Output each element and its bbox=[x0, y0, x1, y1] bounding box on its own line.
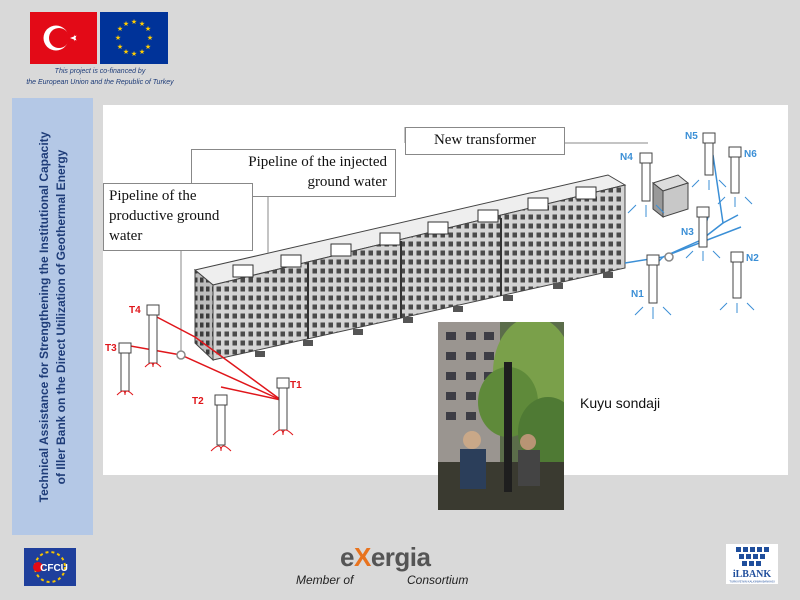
well-label-n1: N1 bbox=[631, 289, 644, 300]
cofinance-line2: the European Union and the Republic of T… bbox=[26, 79, 174, 86]
well-label-n5: N5 bbox=[685, 131, 698, 142]
svg-text:★: ★ bbox=[147, 34, 153, 42]
ilbank-sub: TURKIYE'NIN KALKINMA BANKASI bbox=[729, 580, 774, 584]
callout-productive-pipeline: Pipeline of the productive ground water bbox=[103, 183, 253, 251]
cofinance-line1: This project is co-financed by bbox=[54, 68, 146, 75]
svg-text:★: ★ bbox=[131, 18, 137, 26]
injected-line1: Pipeline of the injected bbox=[248, 154, 387, 170]
well-label-n3: N3 bbox=[681, 227, 694, 238]
exergia-x: X bbox=[353, 542, 371, 572]
callout-injected-pipeline: Pipeline of the injected ground water bbox=[191, 149, 396, 197]
well-label-t2: T2 bbox=[192, 396, 204, 407]
diagram-drawing: T4 T3 T2 T1 N4 N5 N6 N3 N2 N1 bbox=[105, 127, 759, 452]
ilbank-label: iLBANK bbox=[733, 569, 772, 580]
well-label-n4: N4 bbox=[620, 152, 633, 163]
well-label-t4: T4 bbox=[129, 305, 141, 316]
productive-line3: water bbox=[109, 228, 143, 244]
cfcu-logo: CFCU bbox=[24, 548, 76, 586]
injected-line2: ground water bbox=[307, 174, 387, 190]
well-label-t3: T3 bbox=[105, 343, 117, 354]
svg-text:★: ★ bbox=[123, 48, 129, 56]
well-label-n6: N6 bbox=[744, 149, 757, 160]
transformer-unit bbox=[651, 174, 690, 219]
exergia-rest: ergia bbox=[370, 542, 431, 572]
exergia-logo: eXergia bbox=[340, 542, 431, 573]
apartment-building bbox=[193, 174, 627, 362]
new-transformer-label: New transformer bbox=[433, 132, 537, 148]
photo-caption: Kuyu sondaji bbox=[580, 395, 661, 411]
svg-text:★: ★ bbox=[145, 43, 151, 51]
well-label-t1: T1 bbox=[290, 380, 302, 391]
exergia-e: e bbox=[340, 542, 354, 572]
svg-text:★: ★ bbox=[117, 43, 123, 51]
injection-wells bbox=[639, 132, 744, 304]
svg-text:★: ★ bbox=[123, 20, 129, 28]
production-wells bbox=[118, 304, 290, 446]
sidebar-title: Technical Assistance for Strengthening t… bbox=[36, 112, 70, 522]
eu-turkey-flags: ★★★ ★★★ ★★★ ★★★ bbox=[30, 12, 168, 64]
cofinance-note: This project is co-financed by the Europ… bbox=[0, 66, 200, 88]
well-label-n2: N2 bbox=[746, 253, 759, 264]
ilbank-logo: iLBANK TURKIYE'NIN KALKINMA BANKASI bbox=[726, 544, 778, 584]
sidebar-title-line1: Technical Assistance for Strengthening t… bbox=[36, 131, 51, 502]
sidebar: Technical Assistance for Strengthening t… bbox=[12, 98, 93, 535]
ilbank-logo-graphic: iLBANK TURKIYE'NIN KALKINMA BANKASI bbox=[726, 544, 778, 584]
eu-flag bbox=[100, 12, 168, 64]
drilling-photo bbox=[438, 322, 564, 510]
member-of-text: Member of bbox=[296, 573, 354, 587]
svg-text:★: ★ bbox=[115, 34, 121, 42]
svg-text:★: ★ bbox=[131, 50, 137, 58]
svg-text:★: ★ bbox=[139, 48, 145, 56]
productive-line2: productive ground bbox=[109, 208, 220, 224]
consortium-text: Consortium bbox=[407, 573, 469, 587]
cfcu-logo-graphic: CFCU bbox=[24, 548, 76, 586]
productive-line1: Pipeline of the bbox=[109, 188, 197, 204]
callout-new-transformer: New transformer bbox=[405, 127, 565, 155]
sidebar-title-line2: of Iller Bank on the Direct Utilization … bbox=[53, 149, 68, 484]
svg-text:★: ★ bbox=[139, 20, 145, 28]
cfcu-label: CFCU bbox=[40, 563, 68, 574]
svg-text:★: ★ bbox=[117, 25, 123, 33]
svg-text:★: ★ bbox=[145, 25, 151, 33]
